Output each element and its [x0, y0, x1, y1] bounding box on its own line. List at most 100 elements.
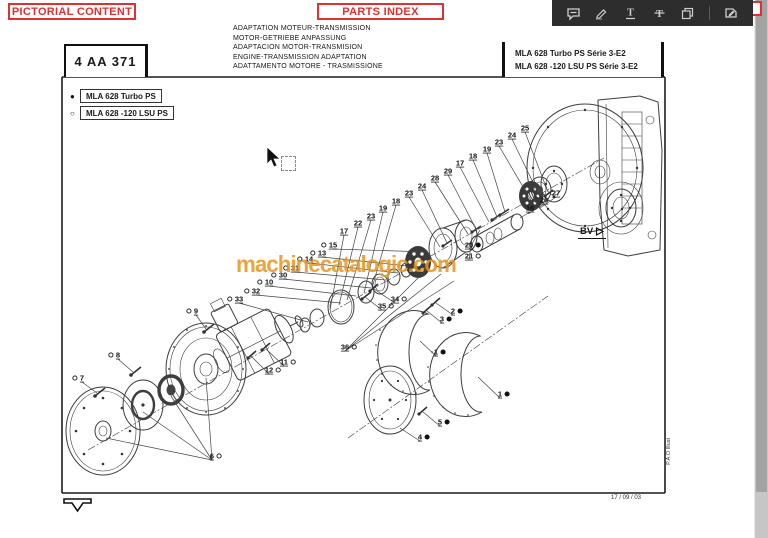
filled-variant-marker [444, 419, 450, 425]
callout-number: 23 [405, 189, 413, 198]
bv-label: BV [578, 226, 607, 239]
open-variant-marker [216, 453, 222, 459]
hardware-bolts [93, 189, 554, 416]
pictorial-content-button[interactable]: PICTORIAL CONTENT [8, 3, 136, 20]
annotation-toolbar: T T [552, 0, 753, 26]
highlighter-icon[interactable] [594, 6, 609, 21]
callout-number: 10 [265, 278, 273, 287]
open-variant-marker [388, 303, 394, 309]
ring-plate [363, 365, 417, 435]
callout-number: 8 [116, 351, 120, 360]
callout-number: 17 [456, 159, 464, 168]
scrollbar-thumb[interactable] [756, 0, 767, 492]
callout-number: 28 [431, 174, 439, 183]
open-variant-marker [186, 308, 192, 314]
drive-plate [65, 386, 141, 476]
note-edit-icon[interactable] [723, 5, 739, 21]
scrollbar-track[interactable] [754, 0, 768, 538]
torque-converter [526, 103, 644, 233]
callout-number: 13 [318, 249, 326, 258]
callout-number: 26 [540, 196, 548, 205]
open-variant-marker [475, 253, 481, 259]
callout-number: 17 [340, 227, 348, 236]
strikethrough-text-icon[interactable]: T [652, 6, 667, 21]
callout-number: 1 [498, 390, 502, 399]
callout-number: 24 [508, 131, 517, 140]
parts-index-button[interactable]: PARTS INDEX [317, 3, 444, 20]
callout-number: 23 [367, 212, 375, 221]
callout-number: 12 [265, 366, 273, 375]
model-line-1: MLA 628 Turbo PS Série 3-E2 [515, 49, 626, 58]
svg-text:T: T [627, 7, 634, 18]
page-title-multilingual: ADAPTATION MOTEUR-TRANSMISSION MOTOR-GET… [233, 24, 383, 72]
open-variant-marker [271, 272, 277, 278]
callout-number: 25 [521, 124, 529, 133]
callout-number: 5 [438, 418, 442, 427]
filled-variant-marker [440, 349, 446, 355]
open-dot-marker: ○ [70, 108, 75, 118]
callout-number: 16 [526, 204, 534, 213]
callout-number: 2 [451, 307, 455, 316]
callout-number: 18 [392, 197, 400, 206]
open-variant-marker [351, 344, 357, 350]
open-variant-marker [297, 256, 303, 262]
comment-icon[interactable] [566, 6, 581, 21]
selection-box [281, 156, 296, 171]
open-variant-marker [401, 296, 407, 302]
callout-number: 3 [440, 315, 444, 324]
models-box: MLA 628 Turbo PS Série 3-E2 MLA 628 -120… [502, 42, 664, 77]
underline-text-icon[interactable]: T [623, 6, 638, 21]
callout-number: 20 [465, 241, 473, 250]
model-line-2: MLA 628 -120 LSU PS Série 3-E2 [515, 62, 638, 71]
copy-pages-icon[interactable] [680, 6, 695, 21]
converter-flange [540, 165, 568, 203]
legend-model-turbo[interactable]: MLA 628 Turbo PS [80, 89, 162, 103]
title-de: MOTOR-GETRIEBE ANPASSUNG [233, 34, 347, 42]
title-fr: ADAPTATION MOTEUR-TRANSMISSION [233, 25, 371, 32]
filled-variant-marker [475, 242, 481, 248]
legend-model-lsu[interactable]: MLA 628 -120 LSU PS [80, 106, 174, 120]
callout-number: 29 [444, 167, 452, 176]
open-variant-marker [310, 250, 316, 256]
watermark: machinecatalogic.com [236, 251, 457, 277]
callout-number: 35 [378, 302, 386, 311]
open-variant-marker [227, 296, 233, 302]
title-es: ADAPTACION MOTOR-TRANSMISION [233, 44, 363, 52]
callout-number: 19 [379, 204, 387, 213]
open-variant-marker [72, 375, 78, 381]
flex-disc-front [405, 246, 431, 278]
bv-text: BV [580, 226, 594, 237]
callout-number: 4 [418, 433, 423, 442]
callout-number: 31 [291, 264, 299, 273]
gearbox-side-view [597, 95, 663, 257]
adapter-plate [122, 379, 164, 431]
open-variant-marker [257, 279, 263, 285]
open-variant-marker [290, 359, 296, 365]
callout-number: 19 [483, 145, 491, 154]
callout-number: 7 [80, 374, 84, 383]
title-en: ENGINE-TRANSMISSION ADAPTATION [233, 53, 367, 61]
open-variant-marker [108, 352, 114, 358]
open-variant-marker [275, 367, 281, 373]
open-variant-marker [321, 242, 327, 248]
callout-number: 32 [252, 287, 260, 296]
callout-number: 30 [279, 271, 287, 280]
callout-number: 11 [280, 358, 288, 367]
page-down-arrow-icon[interactable] [62, 497, 94, 515]
drive-shaft [470, 213, 524, 253]
filled-variant-marker [457, 308, 463, 314]
filled-variant-marker [424, 434, 430, 440]
toolbar-separator [708, 6, 710, 20]
callout-number: 33 [235, 295, 243, 304]
callout-number: 22 [354, 219, 362, 228]
open-variant-marker [244, 288, 250, 294]
callout-number: 34 [391, 295, 400, 304]
svg-text:T: T [656, 9, 663, 20]
revision-date: 17 / 09 / 03 [611, 495, 642, 501]
callout-number: 9 [194, 307, 198, 316]
callout-number: 36 [341, 343, 349, 352]
illustration-credit: P.A.O Illust [666, 438, 672, 465]
callout-number: 18 [469, 152, 477, 161]
filled-variant-marker [504, 391, 510, 397]
